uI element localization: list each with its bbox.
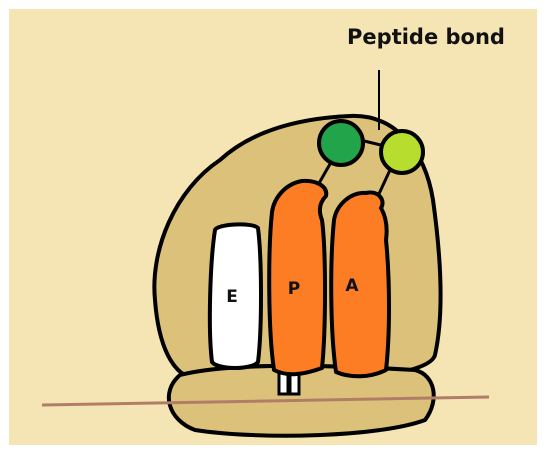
a-site-label: A [345,276,359,296]
a-site-trna [331,192,389,376]
peptide-bond-label: Peptide bond [347,25,505,49]
p-site-trna [269,181,326,374]
p-site-label: P [288,279,300,299]
amino-acid-1 [319,121,363,165]
e-site-label: E [226,287,238,307]
amino-acid-2 [381,131,423,173]
